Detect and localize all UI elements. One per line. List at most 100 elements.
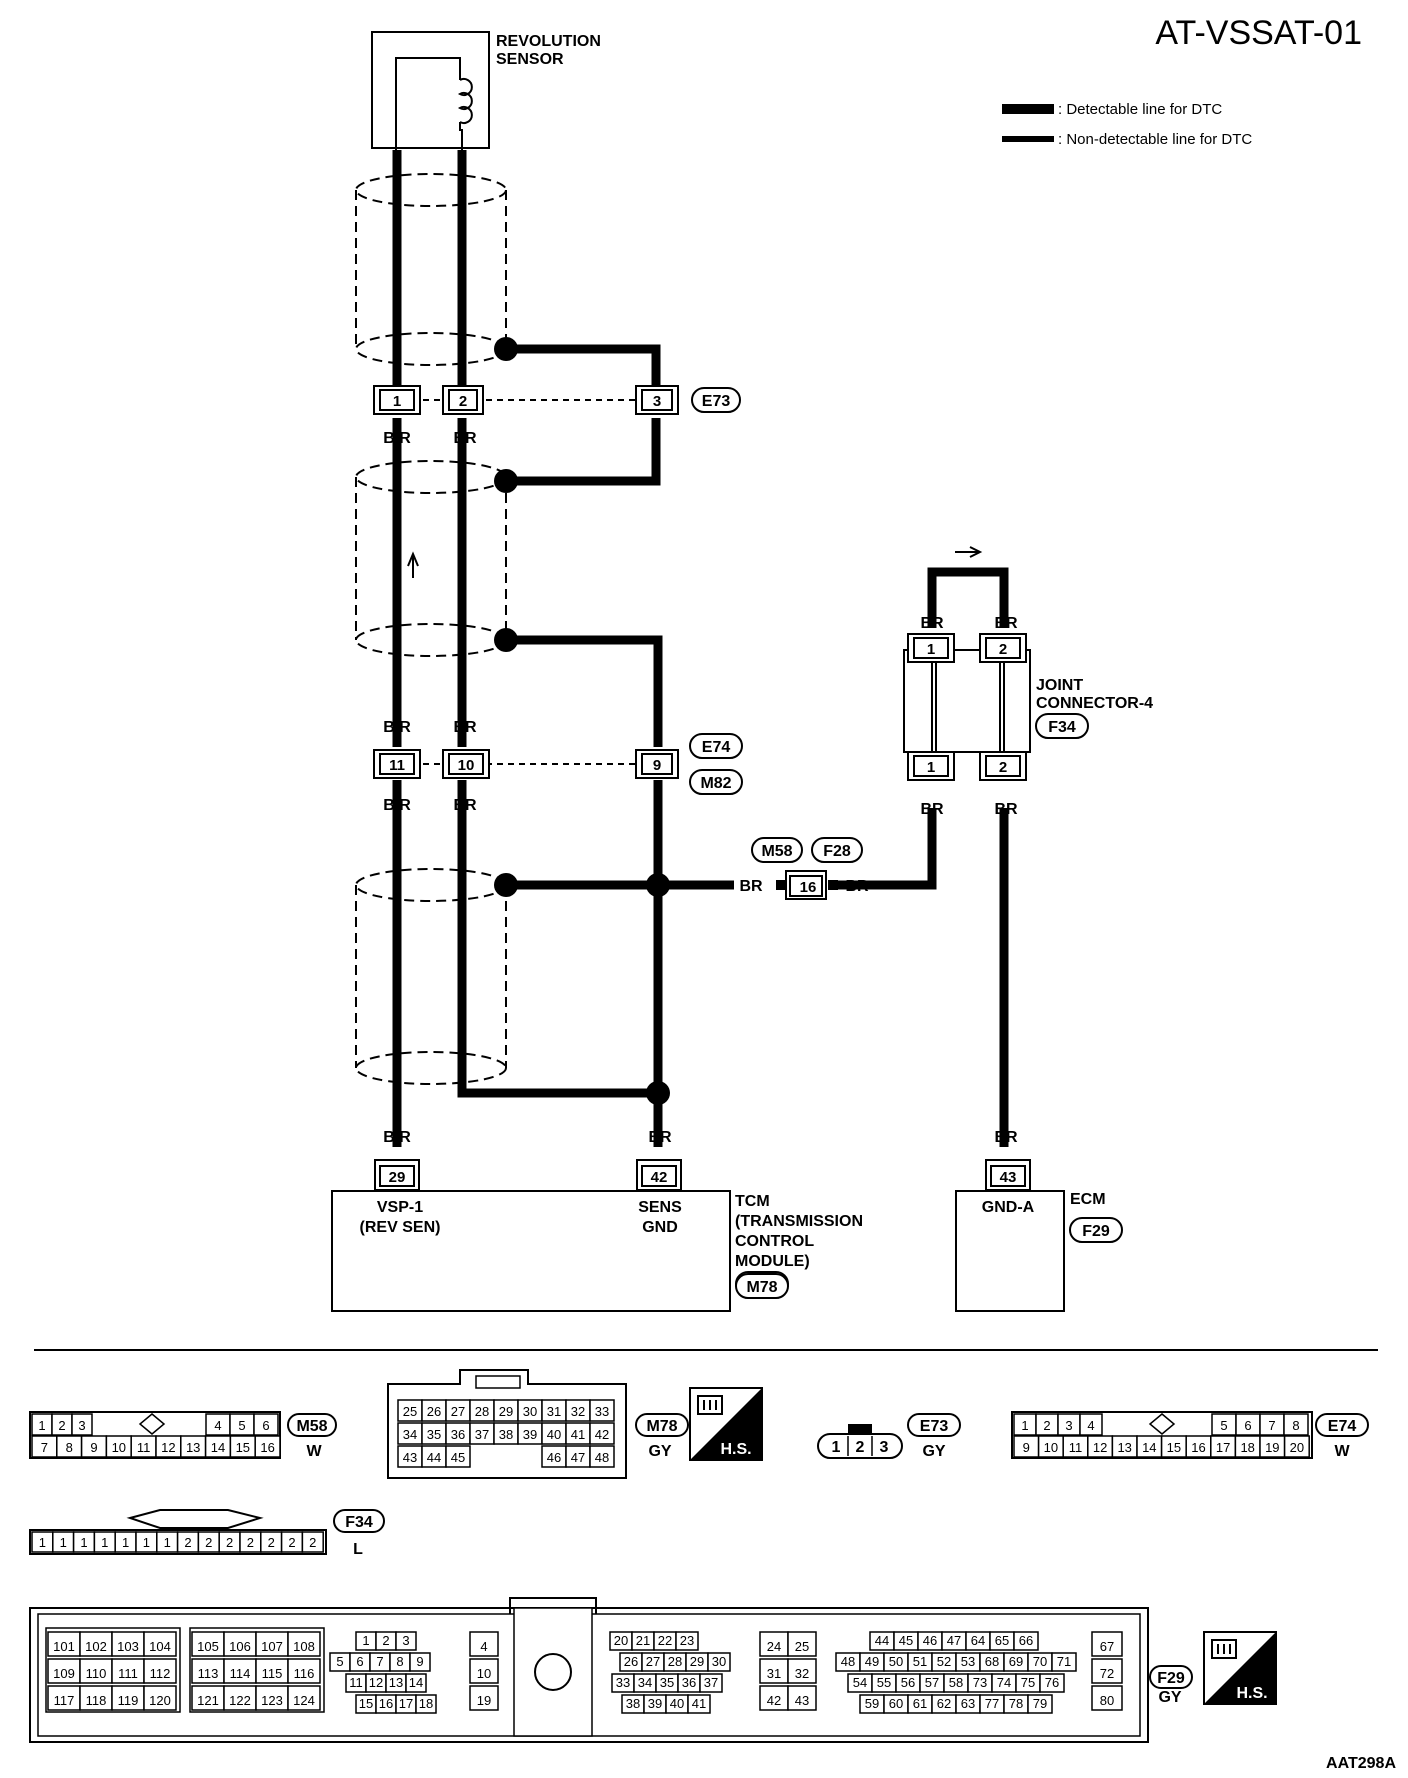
f29-pin-cell xyxy=(79,1631,113,1657)
f29-pin: 39 xyxy=(648,1696,662,1711)
m58-pin: 7 xyxy=(41,1440,48,1455)
m78-pin: 36 xyxy=(451,1427,465,1442)
e74-pin-cell xyxy=(1283,1435,1310,1458)
e74-face-id: E74 xyxy=(1328,1418,1357,1435)
f29-pin: 35 xyxy=(660,1675,674,1690)
wire-color-4: BR xyxy=(453,719,477,736)
connector-color-e74: W xyxy=(1334,1443,1350,1460)
m78-pin: 42 xyxy=(595,1427,609,1442)
jc-pin-2-top: 2 xyxy=(999,641,1007,658)
f29-pin: 121 xyxy=(197,1693,219,1708)
e73-pin-2: 2 xyxy=(459,393,467,410)
joint-label-2: CONNECTOR-4 xyxy=(1036,695,1153,712)
f29-pin: 4 xyxy=(480,1639,487,1654)
f29-pin: 16 xyxy=(379,1696,393,1711)
f29-pin-cell xyxy=(759,1631,789,1657)
f29-pin: 74 xyxy=(997,1675,1011,1690)
f29-pin-cell xyxy=(1091,1658,1123,1684)
f29-pin: 56 xyxy=(901,1675,915,1690)
joint-connector-4 xyxy=(903,633,1031,781)
f29-pin: 65 xyxy=(995,1633,1009,1648)
f29-pin: 30 xyxy=(712,1654,726,1669)
hs-badge-m78: H.S. xyxy=(689,1387,763,1461)
f29-pin: 33 xyxy=(616,1675,630,1690)
f28-id: F28 xyxy=(823,843,851,860)
m58-pin: 13 xyxy=(186,1440,200,1455)
m58-pin: 12 xyxy=(161,1440,175,1455)
m58-pin: 4 xyxy=(214,1418,221,1433)
f29-pin-cell xyxy=(255,1685,289,1711)
e73-face-pin: 3 xyxy=(880,1439,889,1456)
m58-pin: 2 xyxy=(58,1418,65,1433)
m78-pin-cell xyxy=(445,1445,471,1468)
wire-color-6: BR xyxy=(453,797,477,814)
f29-pin: 66 xyxy=(1019,1633,1033,1648)
f34-id: F34 xyxy=(1048,719,1076,736)
f29-pin: 106 xyxy=(229,1639,251,1654)
e74-pin: 3 xyxy=(1065,1418,1072,1433)
m58-pin: 8 xyxy=(66,1440,73,1455)
f29-pin-cell xyxy=(759,1658,789,1684)
f29-pin: 29 xyxy=(690,1654,704,1669)
f29-pin: 17 xyxy=(399,1696,413,1711)
m78-pin: 29 xyxy=(499,1404,513,1419)
f29-pin: 60 xyxy=(889,1696,903,1711)
e74-pin: 9 xyxy=(1023,1440,1030,1455)
f29-pin: 50 xyxy=(889,1654,903,1669)
f29-pin: 43 xyxy=(795,1693,809,1708)
m58-pin: 1 xyxy=(38,1418,45,1433)
m78-pin: 45 xyxy=(451,1450,465,1465)
connector-color-m58: W xyxy=(306,1443,322,1460)
f29-pin: 32 xyxy=(795,1666,809,1681)
f29-pin-cell xyxy=(707,1652,731,1672)
f34-pin: 2 xyxy=(268,1535,275,1550)
f29-pin-cell xyxy=(469,1658,499,1684)
f29-id: F29 xyxy=(1082,1223,1110,1240)
e74-pin: 6 xyxy=(1244,1418,1251,1433)
f29-pin-cell xyxy=(409,1652,431,1672)
f29-pin: 38 xyxy=(626,1696,640,1711)
f29-pin-cell xyxy=(79,1685,113,1711)
f29-pin: 70 xyxy=(1033,1654,1047,1669)
m78-pin: 41 xyxy=(571,1427,585,1442)
wire-color-15: BR xyxy=(994,1129,1018,1146)
f29-pin-cell xyxy=(1051,1652,1077,1672)
f34-pin: 2 xyxy=(309,1535,316,1550)
e74-pin-10: 10 xyxy=(458,757,475,774)
f29-pin-cell xyxy=(143,1631,177,1657)
f29-pin: 116 xyxy=(294,1666,315,1681)
m78-pin: 40 xyxy=(547,1427,561,1442)
e74-pin: 11 xyxy=(1069,1440,1083,1455)
f29-pin: 34 xyxy=(638,1675,652,1690)
ecm-pin-43: 43 xyxy=(1000,1169,1017,1186)
f29-pin-cell xyxy=(223,1658,257,1684)
f29-pin: 73 xyxy=(973,1675,987,1690)
ecm-name: ECM xyxy=(1070,1191,1106,1208)
wire-color-5: B/R xyxy=(383,797,411,814)
f29-pin: 111 xyxy=(118,1666,138,1681)
footer-code: AAT298A xyxy=(1326,1755,1396,1772)
m78-pin: 47 xyxy=(571,1450,585,1465)
f29-pin: 80 xyxy=(1100,1693,1114,1708)
f29-pin-cell xyxy=(469,1631,499,1657)
f34-pin: 2 xyxy=(288,1535,295,1550)
f29-pin: 37 xyxy=(704,1675,718,1690)
connector-color-f34: L xyxy=(353,1541,363,1558)
f29-pin: 52 xyxy=(937,1654,951,1669)
e74-pin: 12 xyxy=(1093,1440,1107,1455)
m78-pin-cell xyxy=(589,1399,615,1422)
f29-pin: 114 xyxy=(230,1666,251,1681)
wire-color-9: BR xyxy=(920,615,944,632)
tcm-box xyxy=(331,1190,731,1312)
f34-face-id: F34 xyxy=(345,1514,373,1531)
m78-face-id: M78 xyxy=(646,1418,677,1435)
f29-pin-cell xyxy=(191,1631,225,1657)
tcm-name-4: MODULE) xyxy=(735,1253,810,1270)
e73-face-id: E73 xyxy=(920,1418,949,1435)
m58-id: M58 xyxy=(761,843,792,860)
f29-pin-cell xyxy=(687,1694,711,1714)
wire-color-11: BR xyxy=(920,801,944,818)
tcm-gnd-label: GND xyxy=(642,1219,678,1236)
f29-pin: 79 xyxy=(1033,1696,1047,1711)
f29-pin-cell xyxy=(1039,1673,1065,1693)
